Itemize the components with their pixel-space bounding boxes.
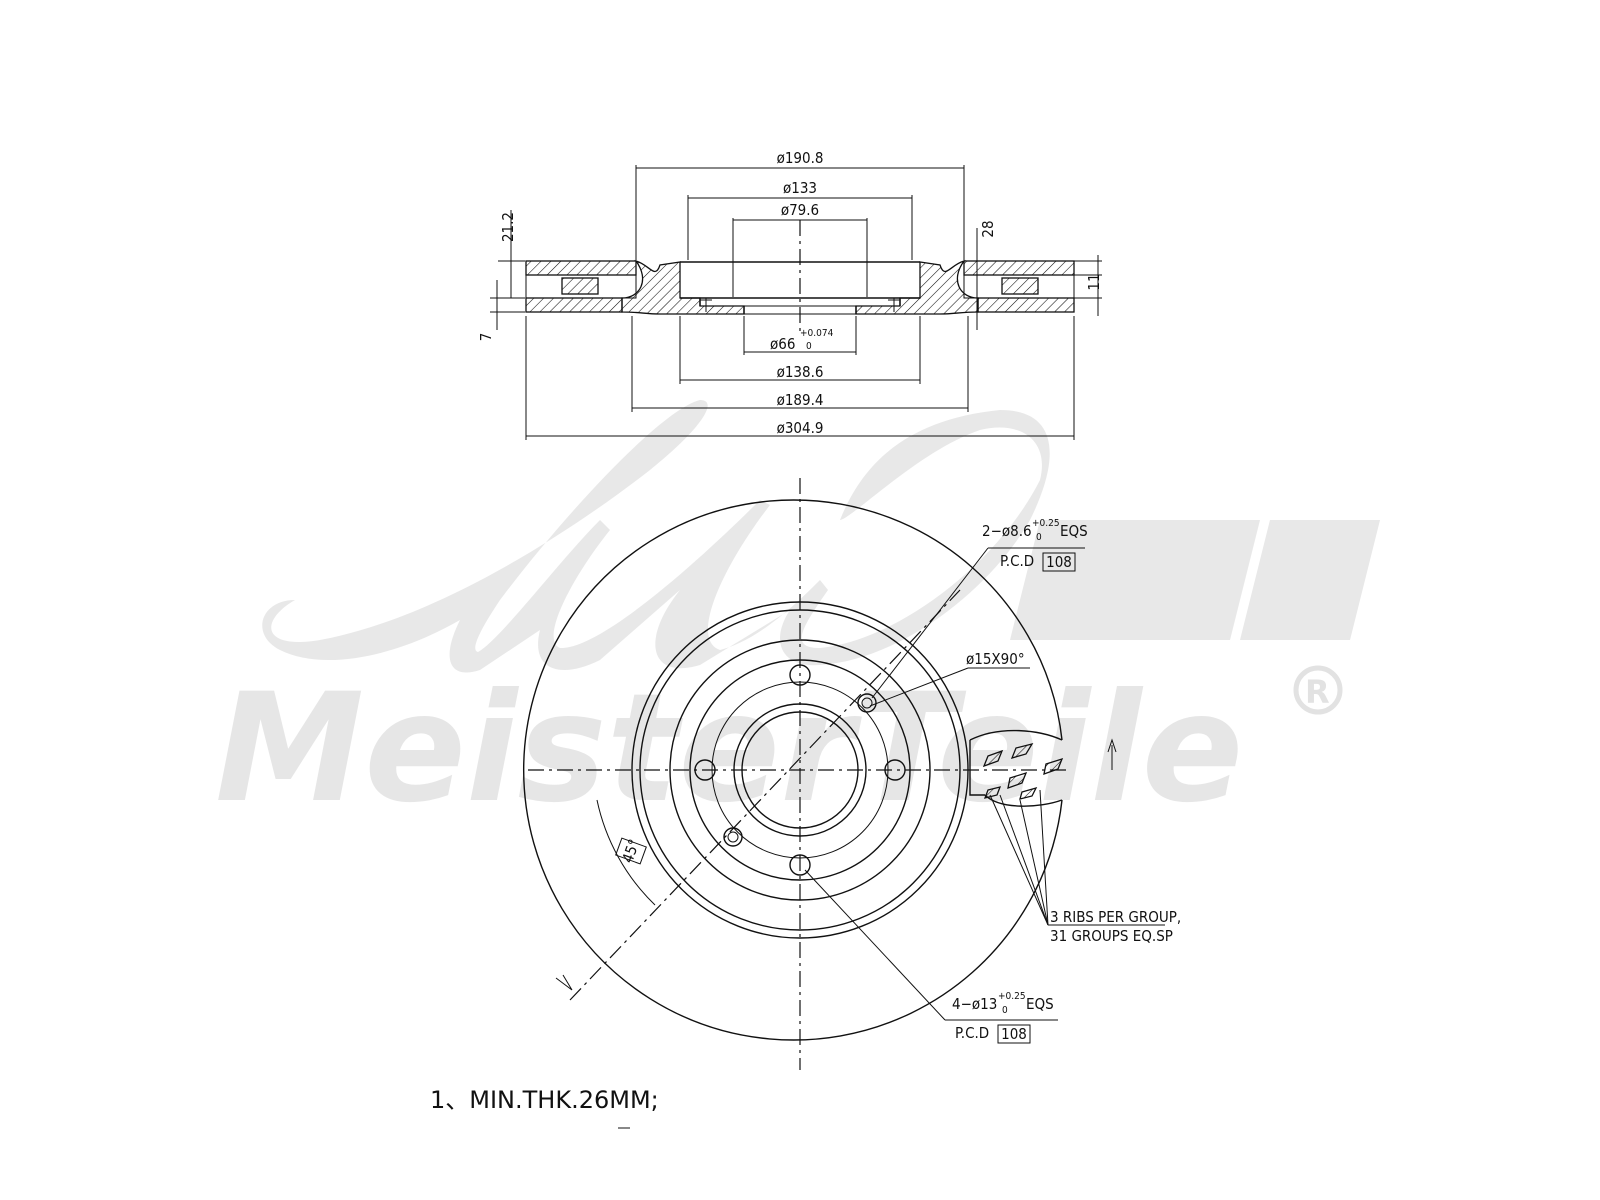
dim-190-8: ø190.8 xyxy=(777,149,824,167)
dim-66-tol-upper: +0.074 xyxy=(800,328,834,339)
dim-138-6: ø138.6 xyxy=(777,363,824,381)
bolt-hole-left xyxy=(694,759,716,781)
dim-304-9: ø304.9 xyxy=(777,419,824,437)
center-bore xyxy=(733,703,867,837)
callout-small-holes-pcd-label: P.C.D xyxy=(1000,552,1034,570)
dim-79-6: ø79.6 xyxy=(781,201,819,219)
bolt-hole-top xyxy=(789,664,811,686)
friction-plate-bottom-right xyxy=(977,297,1075,313)
callout-small-holes-tol-lower: 0 xyxy=(1036,532,1042,543)
watermark-text: MeisterTeile xyxy=(215,662,1243,836)
friction-plate-top-right xyxy=(963,260,1075,276)
callout-bolt-holes-tol-upper: +0.25 xyxy=(998,991,1026,1002)
plan-view: 45° 2−ø8.6 +0.25 0 EQS P.C.D 108 ø15X90°… xyxy=(522,478,1181,1070)
friction-inner-edge xyxy=(631,601,969,939)
friction-plate-bottom-left xyxy=(525,297,623,313)
dim-66-tol-lower: 0 xyxy=(806,341,812,352)
bolt-hole-right xyxy=(884,759,906,781)
callout-small-holes-prefix: 2−ø8.6 xyxy=(982,522,1032,540)
dim-66: ø66 xyxy=(770,335,795,353)
hat-wall-right xyxy=(855,259,979,315)
ribs-note-line1: 3 RIBS PER GROUP, xyxy=(1050,908,1181,926)
hat-wall-left xyxy=(621,259,745,315)
callout-bolt-holes-pcd-value: 108 xyxy=(1001,1025,1027,1043)
dim-21-2: 21.2 xyxy=(499,212,517,242)
callout-bolt-holes-suffix: EQS xyxy=(1026,995,1054,1013)
dim-28: 28 xyxy=(979,220,997,237)
disc-outer-edge xyxy=(522,499,1063,1041)
callout-small-holes-pcd-value: 108 xyxy=(1046,553,1072,571)
dim-7: 7 xyxy=(477,333,495,342)
dim-133: ø133 xyxy=(783,179,817,197)
section-view: ø190.8 ø133 ø79.6 ø66 +0.074 0 ø138.6 ø1… xyxy=(477,149,1103,440)
callout-small-holes-suffix: EQS xyxy=(1060,522,1088,540)
callout-small-holes-tol-upper: +0.25 xyxy=(1032,518,1060,529)
locating-hole-2 xyxy=(723,827,743,847)
registered-mark: R xyxy=(1305,673,1330,711)
angle-45: 45° xyxy=(618,837,643,866)
callout-bolt-holes-tol-lower: 0 xyxy=(1002,1005,1008,1016)
dim-11: 11 xyxy=(1085,273,1103,290)
locating-hole-1 xyxy=(857,693,877,713)
note-min-thickness: 1、MIN.THK.26MM; xyxy=(430,1086,659,1114)
ribs-note-line2: 31 GROUPS EQ.SP xyxy=(1050,927,1173,945)
dim-189-4: ø189.4 xyxy=(777,391,824,409)
friction-plate-top-left xyxy=(525,260,637,276)
callout-chamfer: ø15X90° xyxy=(966,650,1025,668)
bolt-hole-bottom xyxy=(789,854,811,876)
watermark-logo: MeisterTeile R xyxy=(215,400,1380,836)
rib-detail xyxy=(982,742,1064,800)
hat-outer xyxy=(669,639,931,901)
callout-bolt-holes-pcd-label: P.C.D xyxy=(955,1024,989,1042)
callout-bolt-holes-prefix: 4−ø13 xyxy=(952,995,997,1013)
